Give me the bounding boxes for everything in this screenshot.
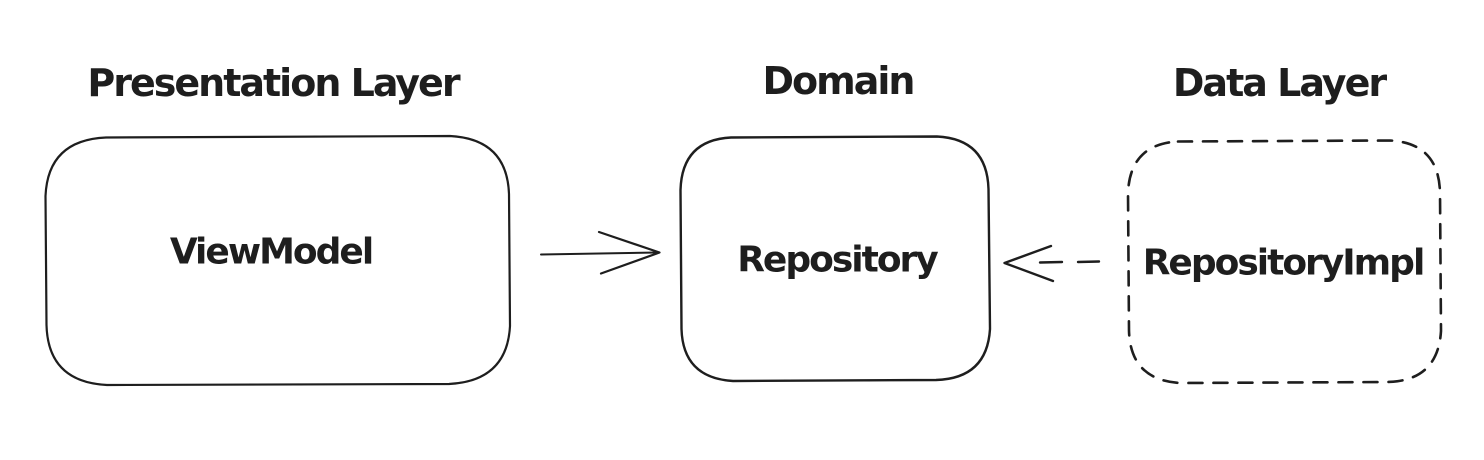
repositoryimpl-node-text: RepositoryImpl — [1143, 243, 1424, 284]
arrow-repositoryimpl-to-repository — [1003, 244, 1101, 283]
arrow-open-head-right-icon — [597, 230, 661, 275]
arrow-open-head-left-icon — [1003, 244, 1055, 283]
repository-box-border — [679, 135, 992, 383]
arrow-shaft — [540, 251, 658, 256]
arrow-viewmodel-to-repository — [540, 230, 661, 275]
repository-node: Repository — [679, 135, 992, 383]
repository-node-text: Repository — [737, 240, 938, 281]
domain-layer-label: Domain — [763, 59, 914, 103]
presentation-layer-label: Presentation Layer — [87, 61, 460, 105]
viewmodel-box-border — [44, 134, 512, 387]
repositoryimpl-node: RepositoryImpl — [1126, 139, 1443, 385]
data-layer-label: Data Layer — [1173, 61, 1387, 105]
repositoryimpl-box-border — [1126, 139, 1443, 385]
dashed-arrow-shaft — [1038, 260, 1101, 264]
viewmodel-node: ViewModel — [44, 134, 512, 387]
viewmodel-node-text: ViewModel — [170, 232, 372, 273]
